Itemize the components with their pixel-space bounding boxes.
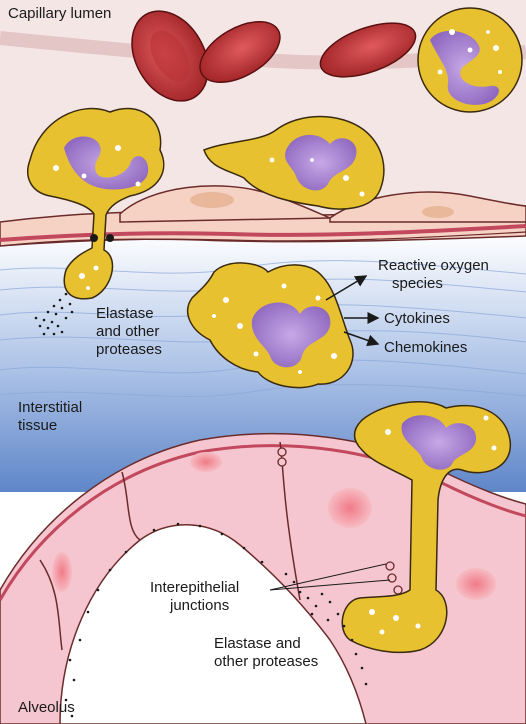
label-reactive-oxygen-1: Reactive oxygen <box>378 257 489 274</box>
junction-icon <box>90 234 98 242</box>
red-blood-cell-icon <box>199 20 281 84</box>
neutrophil-icon <box>203 115 385 210</box>
neutrophil-icon <box>341 401 511 654</box>
pointer-line <box>269 563 387 591</box>
neutrophil-icon <box>27 107 165 300</box>
protease-spray <box>64 522 368 718</box>
junction-icon <box>106 234 114 242</box>
label-capillary-lumen: Capillary lumen <box>8 5 111 22</box>
label-interepithelial-1: Interepithelial <box>150 579 239 596</box>
epithelial-nucleus <box>328 488 372 528</box>
label-chemokines: Chemokines <box>384 339 467 356</box>
label-elastase-top-1: Elastase <box>96 305 154 322</box>
endothelial-nucleus <box>422 206 454 218</box>
label-interstitial-2: tissue <box>18 417 57 434</box>
arrow-icon <box>325 275 368 301</box>
label-cytokines: Cytokines <box>384 310 450 327</box>
pointer-line <box>269 579 391 591</box>
label-alveolus: Alveolus <box>18 699 75 716</box>
basement-membrane-edge <box>0 231 526 247</box>
arrow-icon <box>343 331 380 347</box>
epithelial-nucleus <box>456 568 496 600</box>
label-elastase-top-2: and other <box>96 323 159 340</box>
label-interepithelial-2: junctions <box>169 597 229 614</box>
label-reactive-oxygen-2: species <box>392 275 443 292</box>
label-elastase-top-3: proteases <box>96 341 162 358</box>
endothelial-nucleus <box>190 192 234 208</box>
red-blood-cell-icon <box>131 10 209 102</box>
protease-spray <box>34 292 74 336</box>
epithelial-basement-membrane <box>0 444 526 601</box>
label-elastase-bottom-2: other proteases <box>214 653 318 670</box>
label-interstitial-1: Interstitial <box>18 399 82 416</box>
interepithelial-junction-icon <box>277 447 403 595</box>
epithelial-nucleus <box>190 452 222 472</box>
epithelial-nucleus <box>52 552 72 592</box>
label-elastase-bottom-1: Elastase and <box>214 635 301 652</box>
neutrophil-icon <box>417 7 523 113</box>
red-blood-cell-icon <box>319 22 417 78</box>
neutrophil-icon <box>187 262 354 389</box>
basement-membrane <box>0 224 526 242</box>
alveolar-space <box>59 524 367 724</box>
